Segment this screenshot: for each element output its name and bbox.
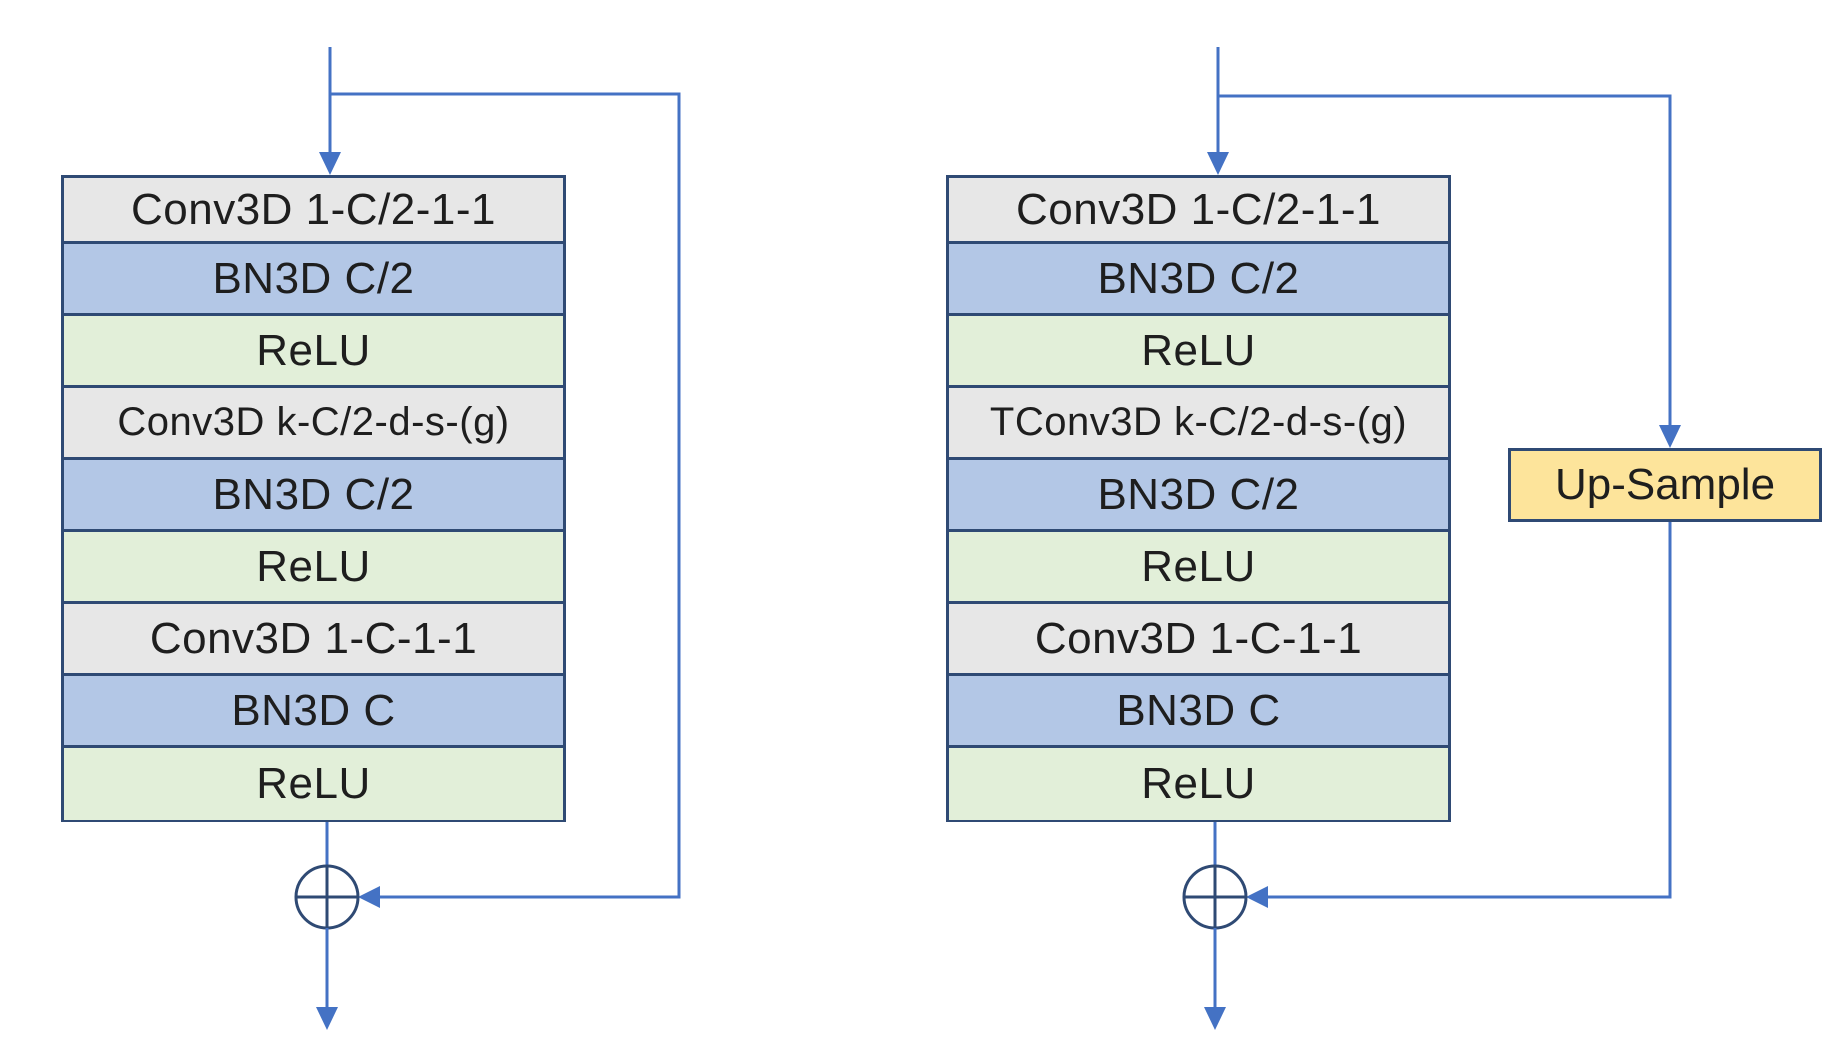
left-skip-arrow-head-icon [358,886,380,908]
left-layer-bn3d-1: BN3D C/2 [64,244,563,316]
right-skip-line-bottom [1268,522,1672,899]
right-skip-arrow-head-icon [1246,886,1268,908]
right-layer-relu-2: ReLU [949,532,1448,604]
left-layer-relu-2: ReLU [64,532,563,604]
right-layer-relu-1: ReLU [949,316,1448,388]
right-output-arrow-head-icon [1204,1007,1226,1030]
right-layer-relu-3: ReLU [949,748,1448,820]
right-upsample-arrow-head-icon [1659,425,1681,448]
left-layer-bn3d-2: BN3D C/2 [64,460,563,532]
right-adder-circle-plus-icon [1182,864,1248,930]
right-layer-conv3d-1: Conv3D 1-C/2-1-1 [949,178,1448,244]
left-layer-bn3d-3: BN3D C [64,676,563,748]
right-layer-bn3d-3: BN3D C [949,676,1448,748]
left-layer-relu-3: ReLU [64,748,563,820]
left-layer-relu-1: ReLU [64,316,563,388]
left-input-arrow-head-icon [319,152,341,175]
left-skip-line [330,92,681,899]
right-block-lines [1182,47,1681,1030]
right-layer-conv3d-3: Conv3D 1-C-1-1 [949,604,1448,676]
right-input-arrow-head-icon [1207,152,1229,175]
right-block-stack: Conv3D 1-C/2-1-1 BN3D C/2 ReLU TConv3D k… [946,175,1451,822]
right-layer-tconv3d: TConv3D k-C/2-d-s-(g) [949,388,1448,460]
left-layer-conv3d-3: Conv3D 1-C-1-1 [64,604,563,676]
left-block-lines [294,47,681,1030]
right-skip-line-top [1218,94,1672,425]
left-output-arrow-head-icon [316,1007,338,1030]
right-layer-bn3d-2: BN3D C/2 [949,460,1448,532]
left-adder-circle-plus-icon [294,864,360,930]
upsample-box: Up-Sample [1508,448,1822,522]
left-layer-conv3d-1: Conv3D 1-C/2-1-1 [64,178,563,244]
left-block-stack: Conv3D 1-C/2-1-1 BN3D C/2 ReLU Conv3D k-… [61,175,566,822]
left-layer-conv3d-2: Conv3D k-C/2-d-s-(g) [64,388,563,460]
right-layer-bn3d-1: BN3D C/2 [949,244,1448,316]
